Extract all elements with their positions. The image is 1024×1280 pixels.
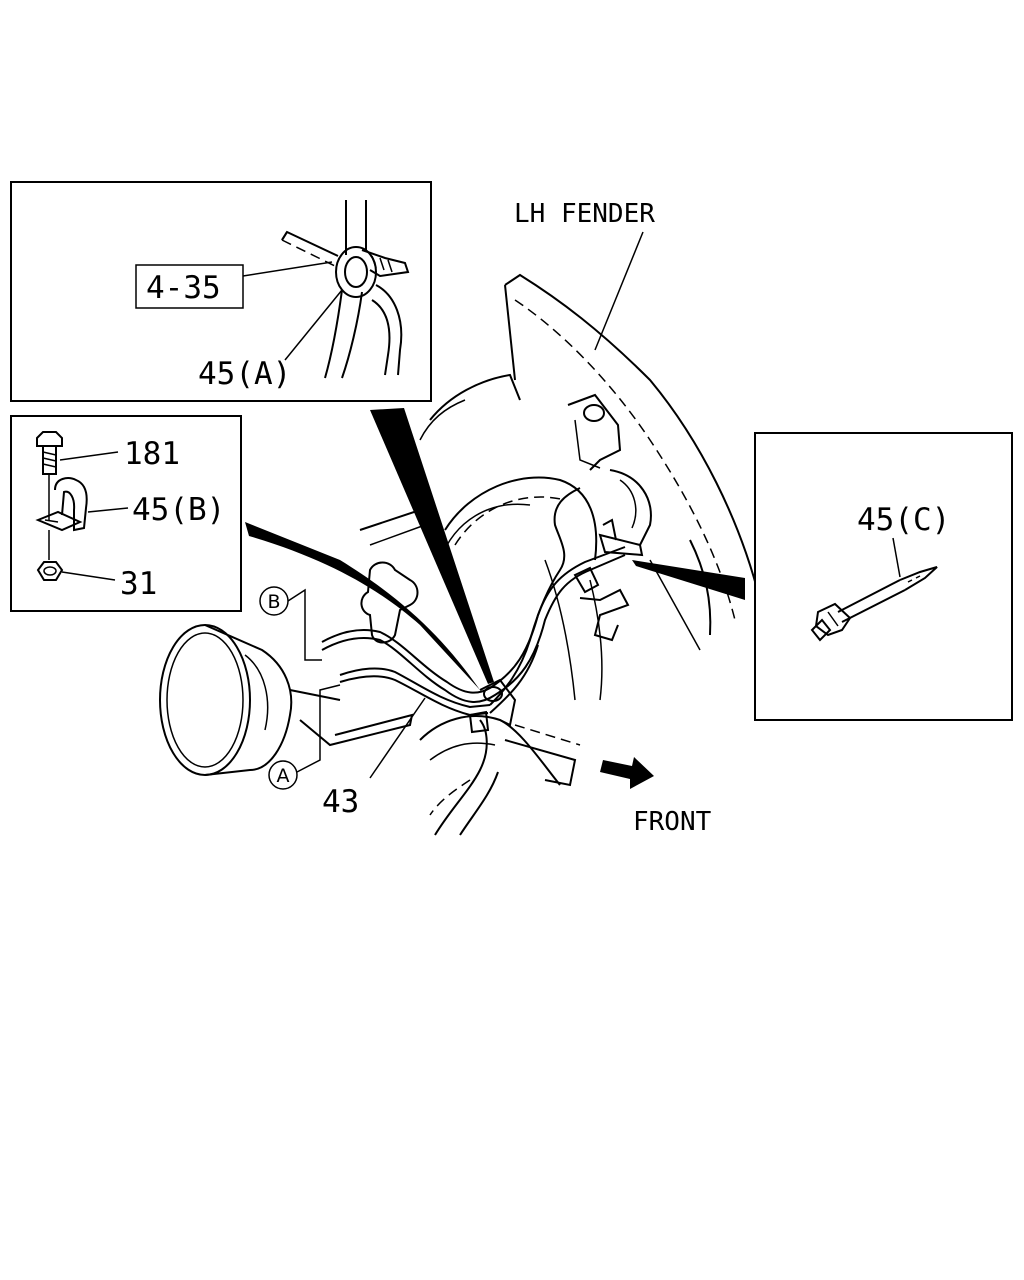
marker-b: B xyxy=(259,586,322,661)
marker-b-text: B xyxy=(267,591,280,613)
nut-31-drawing xyxy=(36,530,64,581)
label-part-43: 43 xyxy=(322,784,359,820)
label-part-45c: 45(C) xyxy=(857,502,950,538)
callout-wedge-45a xyxy=(370,408,494,684)
label-ref-4-35: 4-35 xyxy=(146,270,221,306)
callout-wedge-45c xyxy=(632,560,745,600)
leader-lh-fender xyxy=(594,231,644,351)
inset-45a: 4-35 45(A) xyxy=(10,181,432,402)
callout-wedge-45b xyxy=(245,522,480,690)
leader-43 xyxy=(369,697,426,779)
marker-a: A xyxy=(268,684,341,790)
label-part-31: 31 xyxy=(120,566,157,602)
booster-drawing xyxy=(159,561,419,776)
clamp-45b-drawing xyxy=(35,477,88,532)
label-part-45b: 45(B) xyxy=(132,492,225,528)
marker-a-text: A xyxy=(277,765,290,787)
label-lh-fender: LH FENDER xyxy=(514,199,655,229)
bolt-181-drawing xyxy=(36,431,63,520)
label-front: FRONT xyxy=(633,807,712,837)
inset-45c: 45(C) xyxy=(754,432,1013,721)
main-assembly: B A LH FENDER FRONT 43 xyxy=(159,199,771,837)
brake-pipe-43 xyxy=(321,487,644,734)
lh-fender-drawing xyxy=(419,273,771,661)
label-part-45a: 45(A) xyxy=(198,356,291,392)
label-part-181: 181 xyxy=(124,436,180,472)
front-arrow xyxy=(600,757,654,789)
inset-45b: 181 45(B) 31 xyxy=(10,415,242,612)
